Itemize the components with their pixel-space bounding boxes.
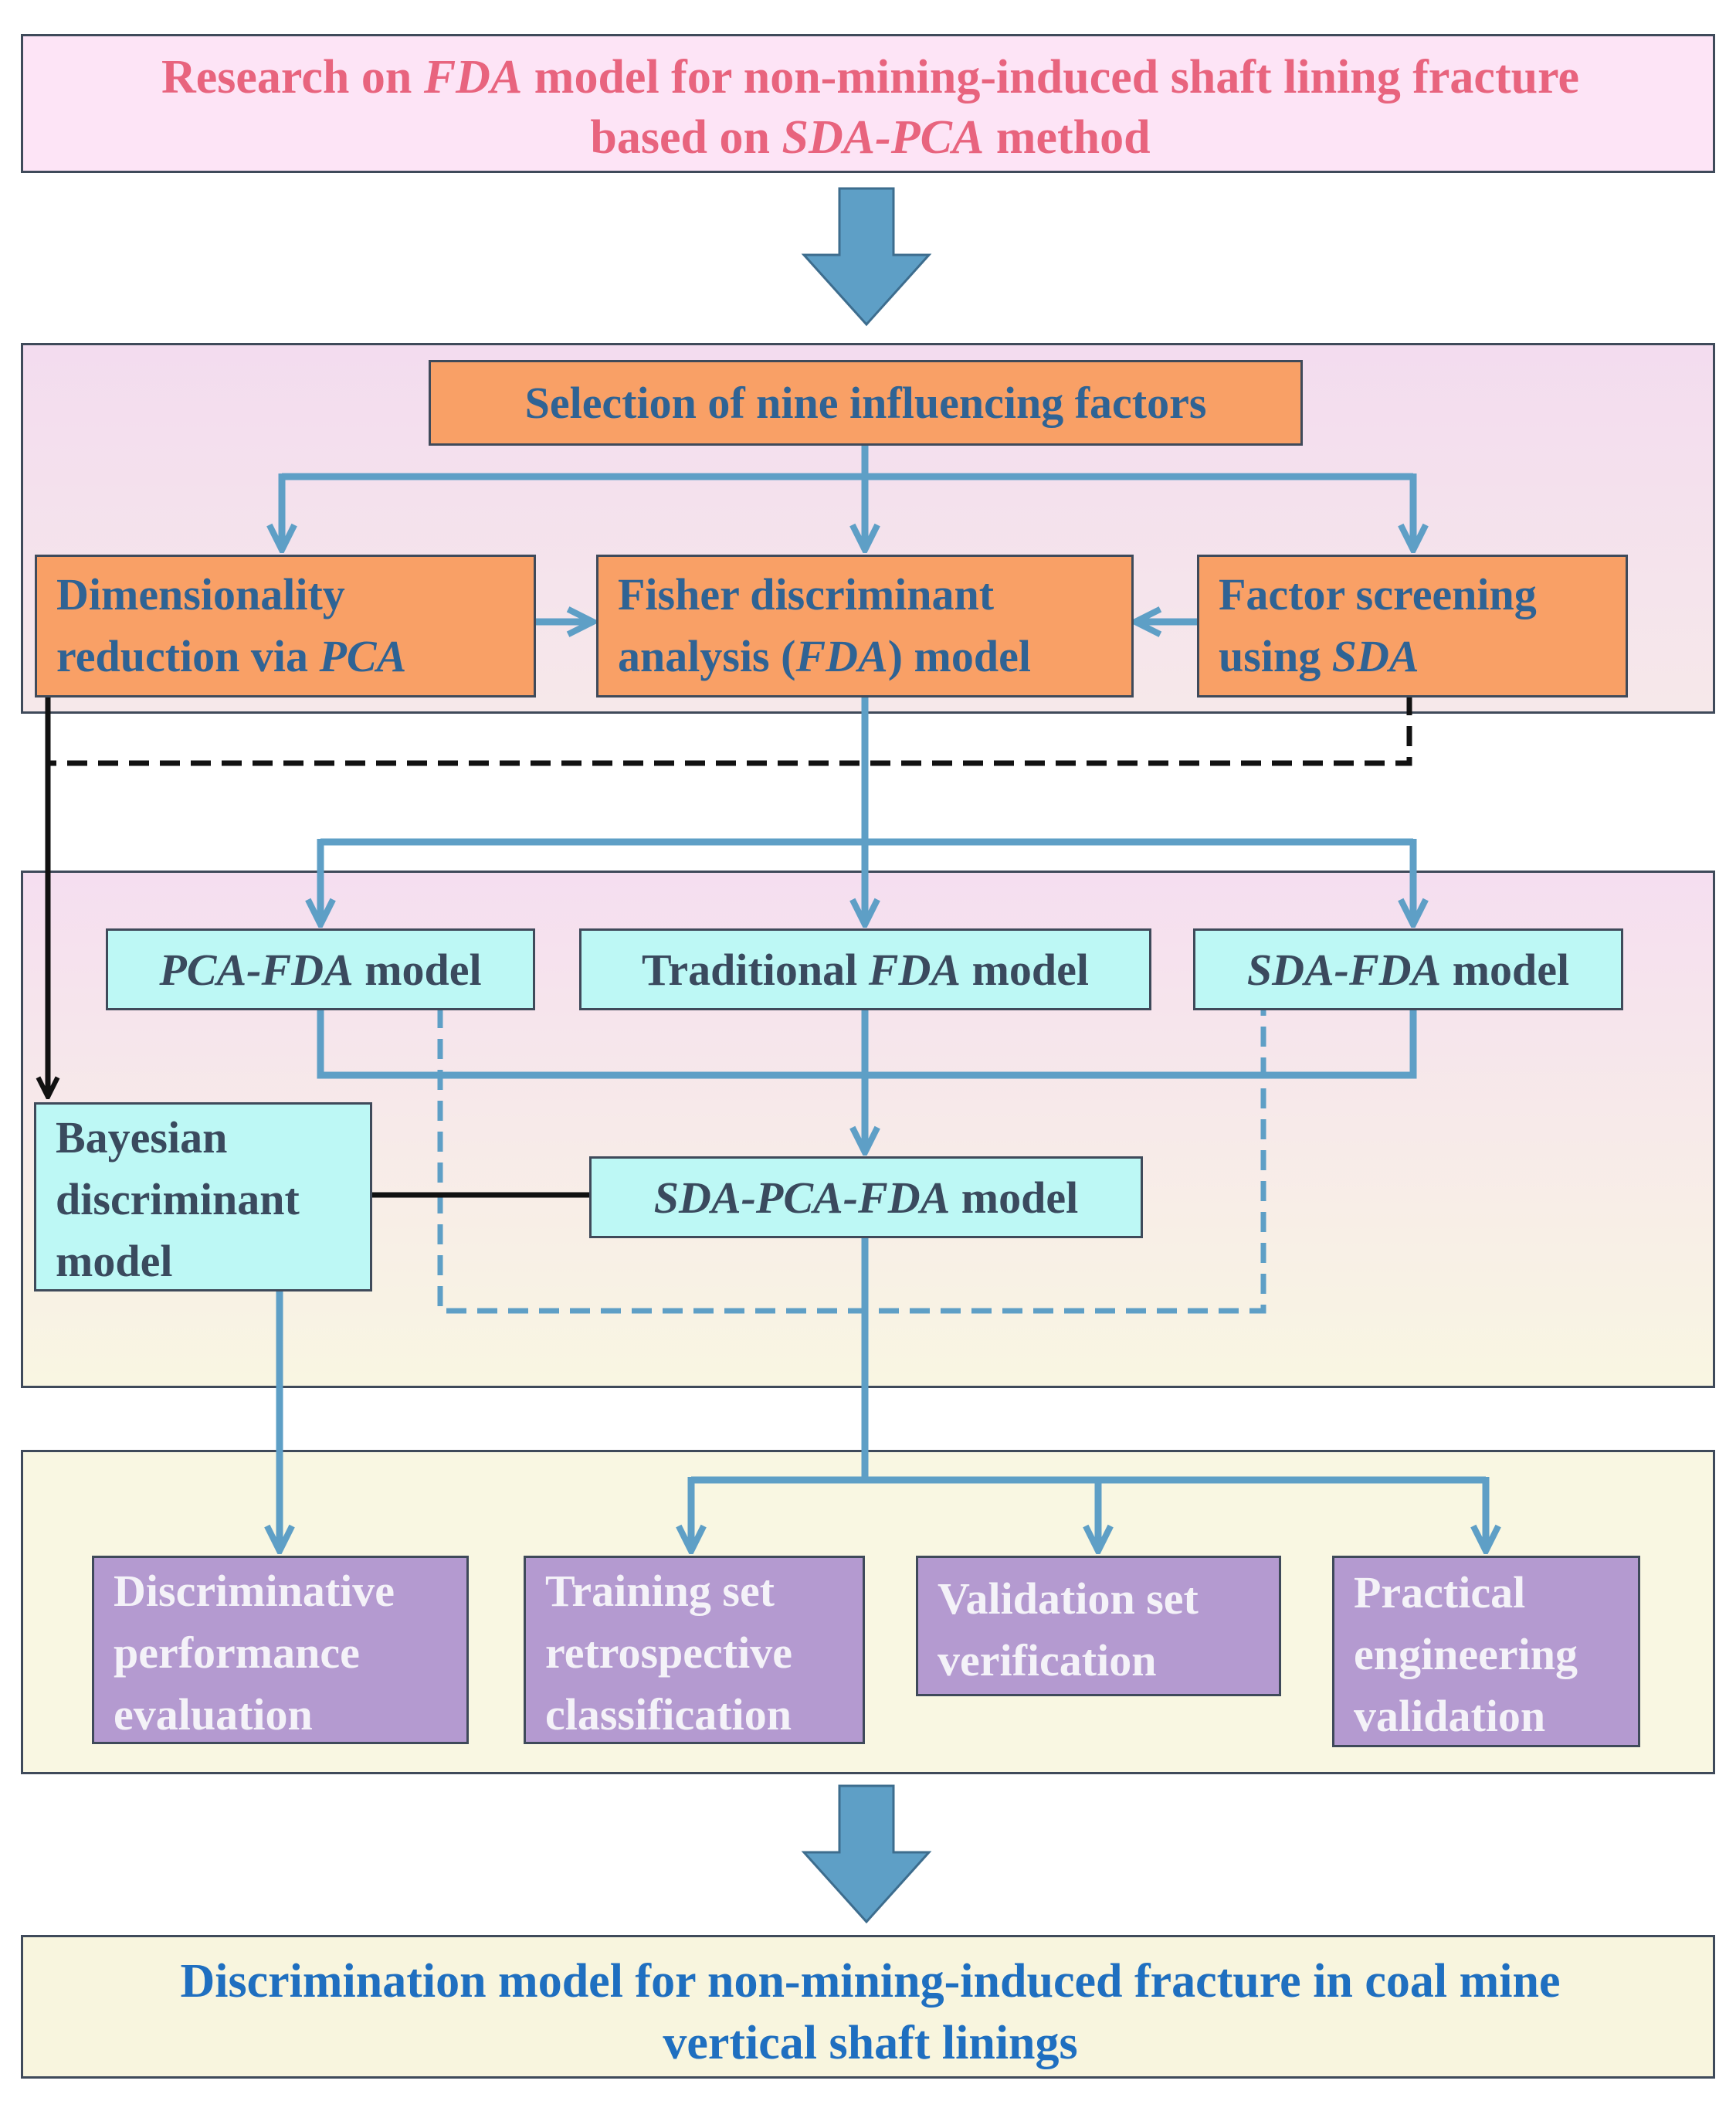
validation-line-1: Validation set	[938, 1573, 1199, 1624]
big-down-arrow-top	[801, 187, 932, 327]
pca-fda-model-box: PCA-FDA model	[106, 928, 535, 1010]
bayesian-model-box: Bayesian discriminant model	[34, 1102, 372, 1291]
sda-fda-label: SDA-FDA model	[1246, 945, 1570, 995]
result-line-2: vertical shaft linings	[663, 2017, 1078, 2069]
fda-box: Fisher discriminant analysis (FDA) model	[596, 555, 1134, 698]
title-line-1: Research on FDA model for non-mining-ind…	[161, 51, 1579, 104]
evaluation-line-2: performance	[114, 1628, 360, 1678]
result-banner: Discrimination model for non-mining-indu…	[21, 1935, 1715, 2079]
pca-box: Dimensionality reduction via PCA	[35, 555, 536, 698]
dashed-blue-link	[437, 1008, 1266, 1314]
validation-box: Validation set verification	[916, 1556, 1281, 1696]
title-banner: Research on FDA model for non-mining-ind…	[21, 34, 1715, 173]
training-box: Training set retrospective classificatio…	[524, 1556, 865, 1744]
pca-fda-label: PCA-FDA model	[159, 945, 482, 995]
training-line-1: Training set	[545, 1566, 775, 1616]
sda-pca-fda-label: SDA-PCA-FDA model	[653, 1173, 1079, 1223]
bayesian-line-1: Bayesian	[56, 1112, 228, 1163]
pca-line-1: Dimensionality	[56, 569, 345, 619]
fda-line-2: analysis (FDA) model	[618, 631, 1031, 681]
evaluation-line-3: evaluation	[114, 1689, 313, 1740]
practical-line-2: engineering	[1354, 1629, 1578, 1679]
training-line-3: classification	[545, 1689, 792, 1740]
sda-fda-model-box: SDA-FDA model	[1193, 928, 1623, 1010]
evaluation-line-1: Discriminative	[114, 1566, 395, 1616]
fda-fanout-line	[320, 698, 1413, 846]
outputs-fanout-line	[691, 1236, 1486, 1484]
selection-fanout-line	[282, 446, 1413, 480]
big-down-arrow-bottom	[801, 1784, 932, 1924]
practical-line-3: validation	[1354, 1691, 1546, 1741]
sda-box: Factor screening using SDA	[1197, 555, 1628, 698]
selection-box: Selection of nine influencing factors	[429, 360, 1303, 446]
practical-box: Practical engineering validation	[1332, 1556, 1640, 1747]
title-line-2: based on SDA-PCA method	[590, 111, 1151, 164]
dashed-black-link	[50, 695, 1412, 766]
training-line-2: retrospective	[545, 1628, 792, 1678]
traditional-fda-label: Traditional FDA model	[642, 945, 1089, 995]
pca-line-2: reduction via PCA	[56, 631, 407, 681]
result-line-1: Discrimination model for non-mining-indu…	[180, 1955, 1561, 2008]
practical-line-1: Practical	[1354, 1567, 1526, 1617]
bayesian-line-2: discriminant	[56, 1174, 300, 1224]
fda-line-1: Fisher discriminant	[618, 569, 995, 619]
sda-line-2: using SDA	[1219, 631, 1419, 681]
bayesian-line-3: model	[56, 1236, 173, 1286]
evaluation-box: Discriminative performance evaluation	[92, 1556, 469, 1744]
sda-line-1: Factor screening	[1219, 569, 1537, 619]
traditional-fda-model-box: Traditional FDA model	[579, 928, 1151, 1010]
validation-line-2: verification	[938, 1635, 1157, 1685]
sda-pca-fda-model-box: SDA-PCA-FDA model	[589, 1156, 1143, 1238]
selection-label: Selection of nine influencing factors	[524, 378, 1207, 428]
